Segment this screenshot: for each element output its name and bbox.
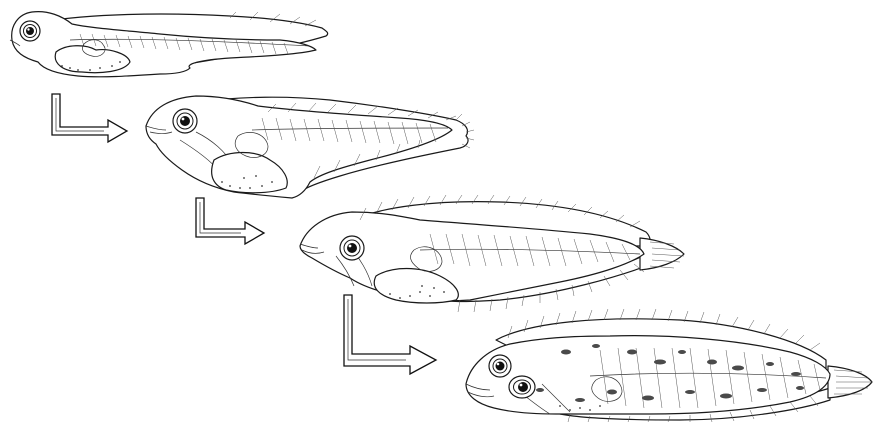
larva-stage-3 <box>300 195 684 312</box>
larva-stage-1 <box>10 12 328 77</box>
metamorphosis-arrow-3 <box>344 295 436 374</box>
juvenile-stage-4 <box>466 309 872 422</box>
larva-stage-2 <box>146 96 474 198</box>
metamorphosis-arrow-1 <box>52 94 127 142</box>
metamorphosis-arrow-2 <box>196 198 264 244</box>
